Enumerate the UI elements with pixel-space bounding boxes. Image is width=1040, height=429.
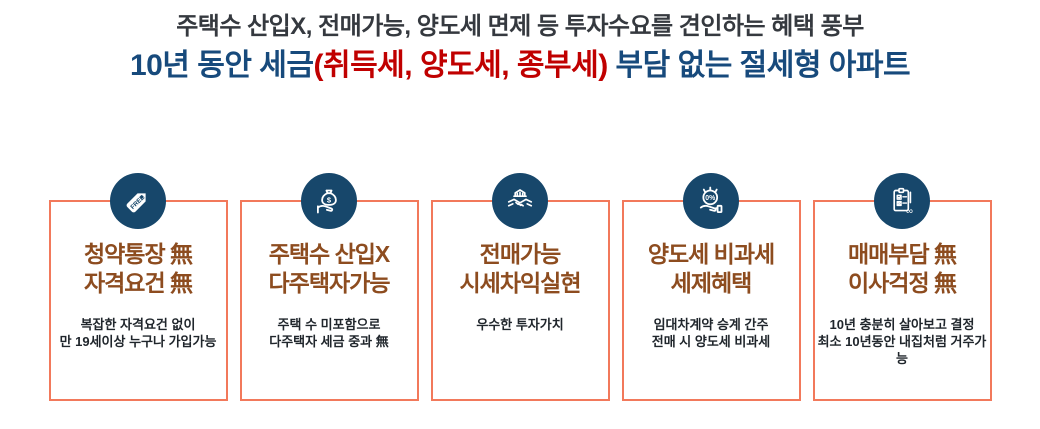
card-title-line: 자격요건 無 — [83, 270, 193, 296]
handshake-building-icon — [492, 173, 548, 229]
card-title-line: 시세차익실현 — [459, 270, 582, 296]
card-desc-line: 임대차계약 승계 간주 — [653, 317, 769, 332]
free-tag-icon: FREE — [110, 173, 166, 229]
card-title: 매매부담 無 이사걱정 無 — [815, 240, 990, 298]
card-desc-line: 주택 수 미포함으로 — [277, 317, 381, 332]
money-hand-icon: $ — [301, 173, 357, 229]
card-desc-line: 다주택자 세금 중과 無 — [269, 334, 389, 349]
card-desc-line: 만 19세이상 누구나 가입가능 — [59, 334, 217, 349]
card-title: 주택수 산입X 다주택자가능 — [242, 240, 417, 298]
headline-main-red: (취득세, 양도세, 종부세) — [313, 49, 608, 82]
headline-main-suffix: 부담 없는 절세형 아파트 — [607, 49, 911, 82]
headline-sub: 주택수 산입X, 전매가능, 양도세 면제 등 투자수요를 견인하는 혜택 풍부 — [176, 13, 864, 40]
card-title-line: 다주택자가능 — [268, 270, 391, 296]
card-title: 청약통장 無 자격요건 無 — [51, 240, 226, 298]
checklist-clipboard-icon: ∞ — [874, 173, 930, 229]
headline-main-prefix: 10년 동안 세금 — [129, 49, 314, 82]
card-desc-line: 복잡한 자격요건 없이 — [80, 317, 196, 332]
headline-main: 10년 동안 세금(취득세, 양도세, 종부세) 부담 없는 절세형 아파트 — [0, 46, 1040, 86]
card-title-line: 주택수 산입X — [268, 241, 391, 267]
svg-text:∞: ∞ — [906, 206, 913, 217]
card-title-line: 청약통장 無 — [83, 241, 193, 267]
card-title-line: 이사걱정 無 — [847, 270, 957, 296]
svg-text:0%: 0% — [705, 195, 715, 202]
card-title-line: 매매부담 無 — [847, 241, 957, 267]
zero-percent-hand-icon: 0% — [683, 173, 739, 229]
card-title-line: 세제혜택 — [670, 270, 753, 296]
card-desc-line: 전매 시 양도세 비과세 — [651, 334, 771, 349]
card-desc-line: 10년 충분히 살아보고 결정 — [829, 317, 975, 332]
card-desc-line: 우수한 투자가치 — [476, 317, 564, 332]
card-description: 우수한 투자가치 — [433, 316, 608, 333]
card-desc-line: 능 — [896, 351, 908, 366]
card-desc-line: 최소 10년동안 내집처럼 거주가 — [817, 334, 987, 349]
card-title-line: 양도세 비과세 — [647, 241, 775, 267]
headline-block: 주택수 산입X, 전매가능, 양도세 면제 등 투자수요를 견인하는 혜택 풍부… — [0, 11, 1040, 86]
svg-text:$: $ — [327, 196, 332, 205]
card-title-line: 전매가능 — [479, 241, 562, 267]
